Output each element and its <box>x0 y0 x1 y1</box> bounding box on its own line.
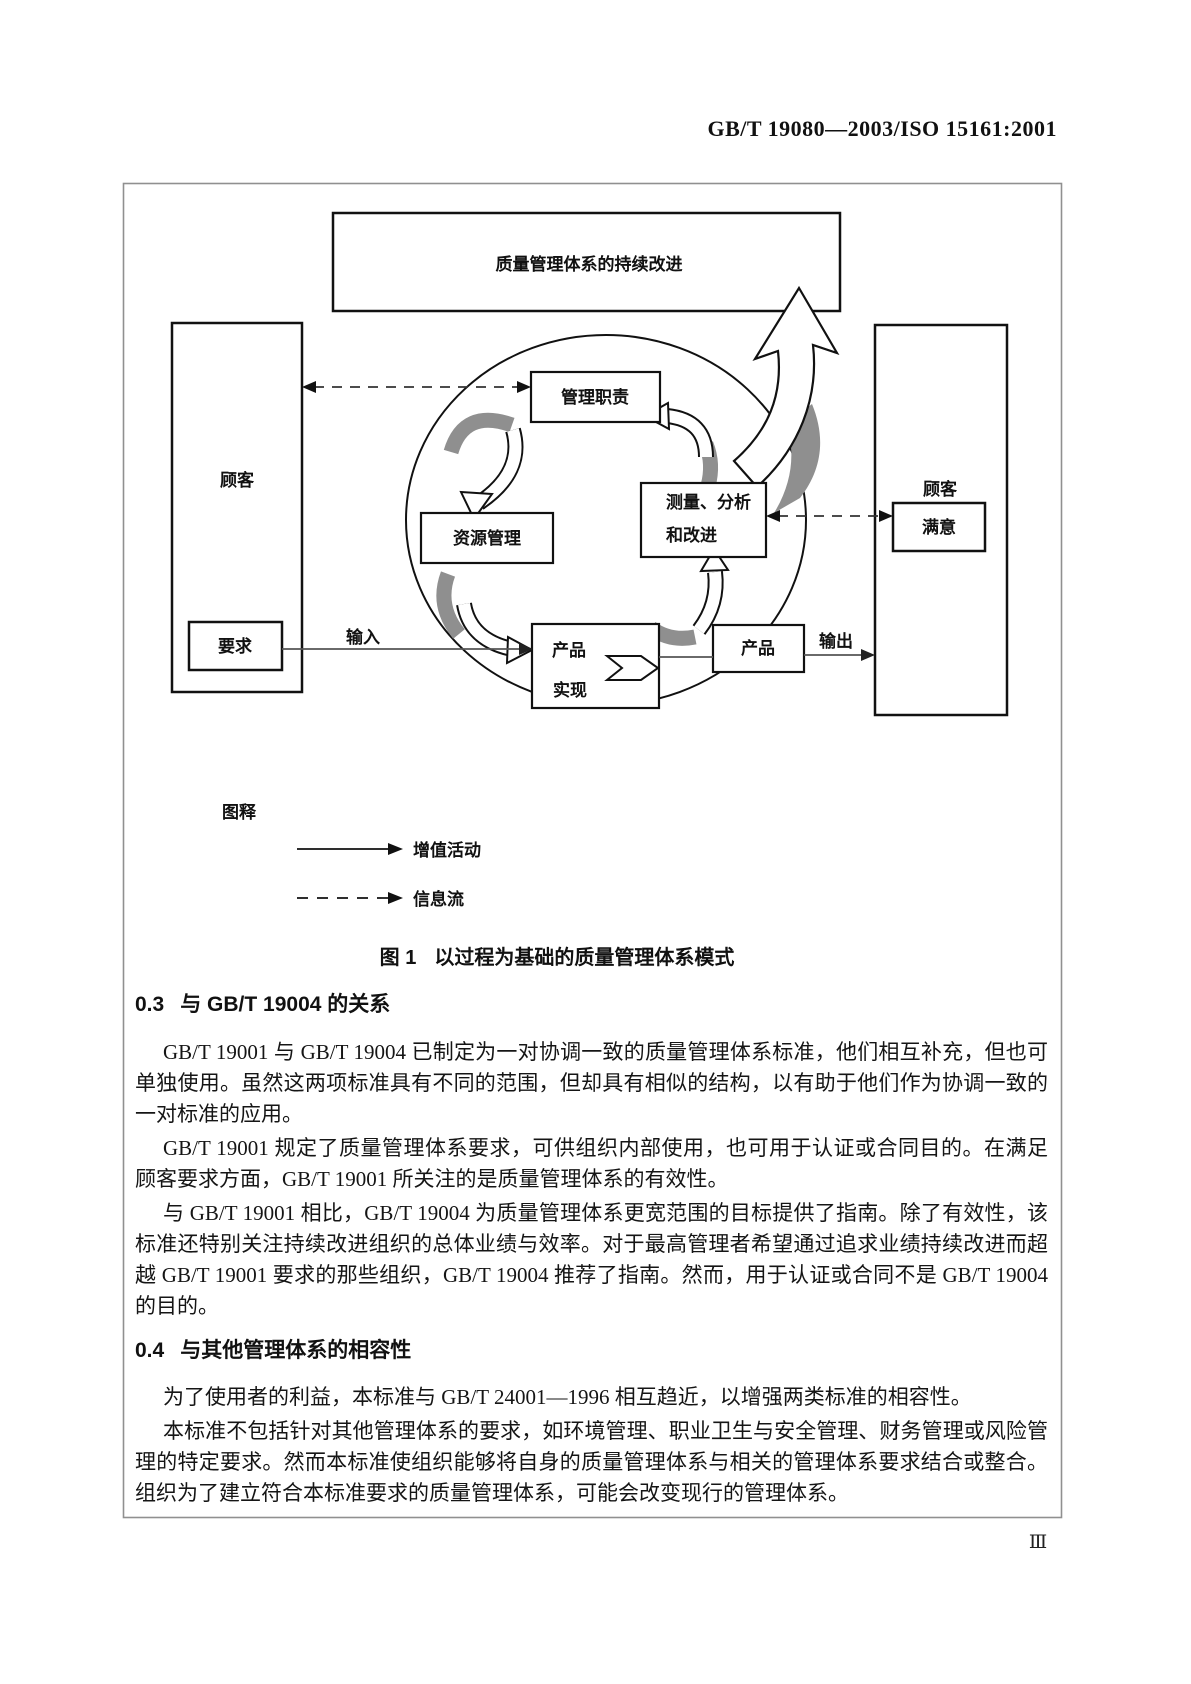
product-realization-label-line2: 实现 <box>553 680 587 700</box>
continual-improvement-box <box>331 211 842 313</box>
resource-management-box <box>419 511 555 565</box>
figure-caption-number: 图 1 <box>379 947 417 969</box>
management-responsibility-box <box>529 370 662 424</box>
info-flow-arrow-right <box>766 510 893 522</box>
product-realization-label-line1: 产品 <box>552 640 586 660</box>
measurement-analysis-label-line1: 测量、分析 <box>666 492 751 512</box>
paragraph: 与 GB/T 19001 相比，GB/T 19004 为质量管理体系更宽范围的目… <box>135 1201 1048 1318</box>
legend-solid-arrow-icon <box>297 843 403 855</box>
page-number: Ⅲ <box>1028 1532 1048 1553</box>
input-arrow <box>282 643 533 655</box>
output-arrow <box>804 649 875 661</box>
standard-code: GB/T 19080—2003/ISO 15161:2001 <box>707 116 1057 141</box>
product-box <box>711 623 806 674</box>
section-0-4-title: 与其他管理体系的相容性 <box>180 1339 412 1362</box>
customer-left-label: 顾客 <box>220 470 255 490</box>
paragraph: GB/T 19001 与 GB/T 19004 已制定为一对协调一致的质量管理体… <box>135 1040 1048 1126</box>
section-0-3-heading: 0.3 与 GB/T 19004 的关系 <box>135 992 1048 1018</box>
figure-caption-title: 以过程为基础的质量管理体系模式 <box>434 947 735 969</box>
improvement-arrow-shadow <box>774 404 821 513</box>
improvement-arrow <box>732 285 840 489</box>
management-responsibility-label: 管理职责 <box>561 387 629 407</box>
legend-title: 图释 <box>222 802 257 822</box>
measurement-analysis-label-line2: 和改进 <box>666 525 717 545</box>
product-label: 产品 <box>741 638 775 658</box>
legend-dashed-arrow-icon <box>297 892 403 904</box>
legend-dashed-label: 信息流 <box>413 889 464 909</box>
customer-right-label: 顾客 <box>923 479 958 499</box>
measurement-analysis-box <box>639 481 768 559</box>
continual-improvement-label: 质量管理体系的持续改进 <box>496 254 683 274</box>
section-0-4-body: 为了使用者的利益，本标准与 GB/T 24001—1996 相互趋近，以增强两类… <box>135 1382 1048 1512</box>
paragraph: 本标准不包括针对其他管理体系的要求，如环境管理、职业卫生与安全管理、财务管理或风… <box>135 1419 1048 1505</box>
section-0-3-title: 与 GB/T 19004 的关系 <box>180 993 391 1016</box>
figure-caption: 图 1 以过程为基础的质量管理体系模式 <box>100 946 1014 970</box>
requirements-box <box>187 620 284 672</box>
satisfaction-box <box>891 501 987 553</box>
resource-management-label: 资源管理 <box>453 528 521 548</box>
cycle-arrow-upper-left <box>443 412 524 521</box>
section-0-4-heading: 0.4 与其他管理体系的相容性 <box>135 1338 1048 1364</box>
section-0-3-number: 0.3 <box>135 993 165 1016</box>
paragraph: 为了使用者的利益，本标准与 GB/T 24001—1996 相互趋近，以增强两类… <box>163 1385 972 1409</box>
satisfaction-label: 满意 <box>922 517 956 537</box>
requirements-label: 要求 <box>218 636 252 656</box>
section-0-3-body: GB/T 19001 与 GB/T 19004 已制定为一对协调一致的质量管理体… <box>135 1037 1048 1325</box>
paragraph: GB/T 19001 规定了质量管理体系要求，可供组织内部使用，也可用于认证或合… <box>135 1136 1048 1191</box>
input-label: 输入 <box>346 627 380 647</box>
content-frame <box>122 182 1063 1519</box>
output-label: 输出 <box>819 631 853 651</box>
legend-solid-label: 增值活动 <box>413 840 481 860</box>
section-0-4-number: 0.4 <box>135 1339 165 1362</box>
info-flow-arrow-left <box>302 381 531 393</box>
process-chevron-icon <box>604 655 660 681</box>
